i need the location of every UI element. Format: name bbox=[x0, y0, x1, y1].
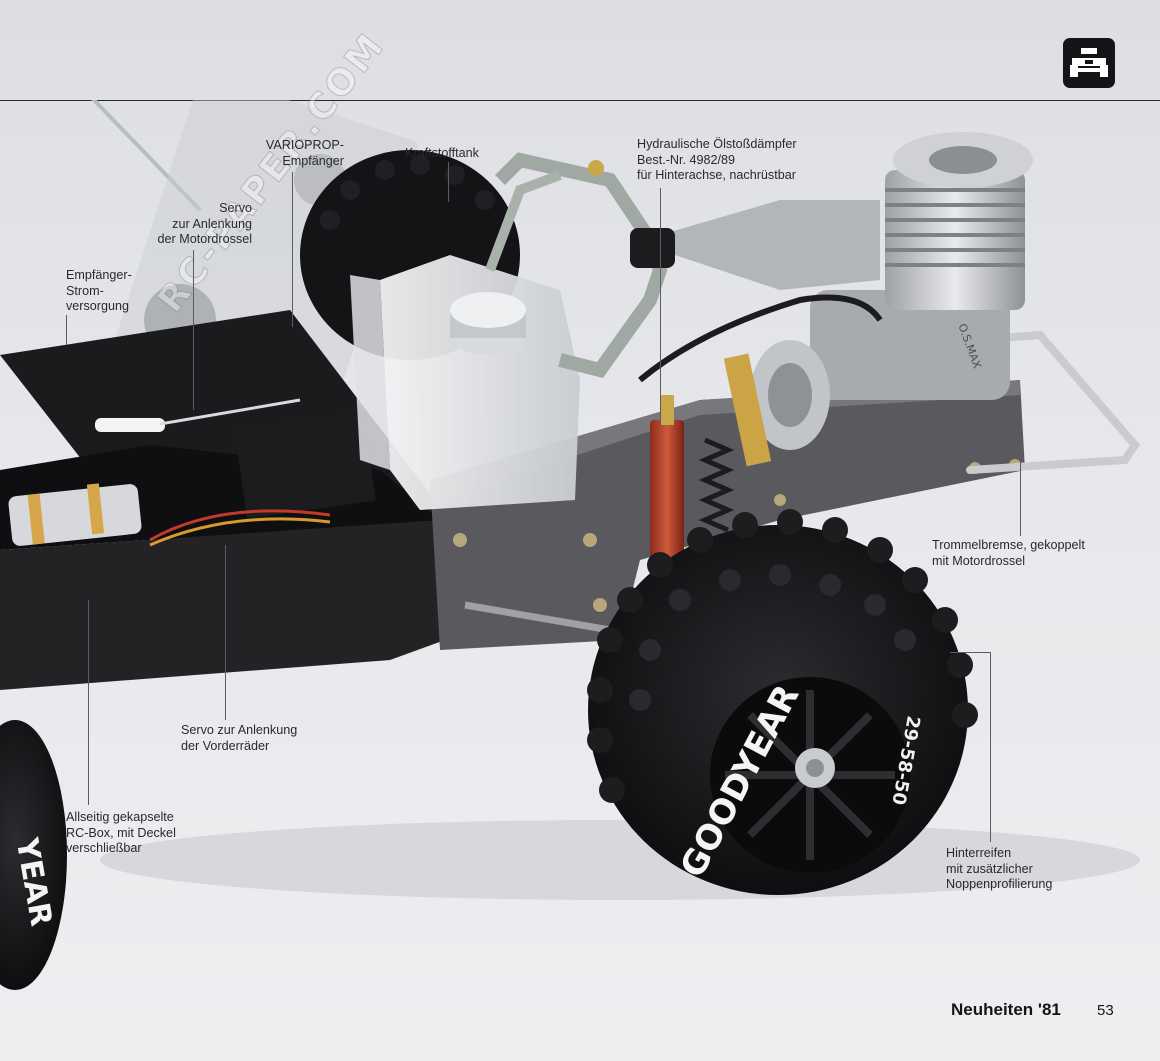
section-title: Neuheiten '81 bbox=[951, 1000, 1061, 1019]
label-servo-vorderraeder: Servo zur Anlenkung der Vorderräder bbox=[181, 723, 298, 753]
antenna bbox=[91, 100, 202, 212]
leader-line bbox=[193, 250, 194, 410]
leader-line bbox=[292, 172, 293, 327]
leader-line bbox=[950, 652, 990, 653]
engine-crankcase bbox=[810, 290, 1010, 400]
leader-line bbox=[88, 600, 89, 805]
page-number: 53 bbox=[1097, 1002, 1114, 1019]
label-stromversorgung: Empfänger- Strom- versorgung bbox=[66, 268, 132, 313]
label-hinterreifen: Hinterreifen mit zusätzlicher Noppenprof… bbox=[946, 846, 1053, 891]
label-empfaenger: VARIOPROP- Empfänger bbox=[265, 138, 344, 168]
bracket-screw bbox=[588, 160, 604, 176]
fuel-line bbox=[638, 294, 883, 383]
receiver bbox=[234, 411, 376, 519]
tie-rod bbox=[464, 601, 611, 634]
shock-spring bbox=[698, 437, 735, 533]
race-car-icon bbox=[1070, 48, 1108, 77]
rc-box-body bbox=[0, 520, 445, 690]
fuel-tank-side bbox=[350, 275, 390, 470]
shock-absorber bbox=[650, 420, 684, 560]
label-trommelbremse: Trommelbremse, gekoppelt mit Motordrosse… bbox=[932, 538, 1085, 568]
label-kraftstofftank: Kraftstofftank bbox=[405, 146, 479, 160]
roll-bar bbox=[966, 330, 1141, 474]
leader-line bbox=[66, 315, 67, 345]
top-rule bbox=[0, 100, 1160, 101]
category-logo bbox=[1063, 38, 1115, 88]
label-rcbox: Allseitig gekapselte RC-Box, mit Deckel … bbox=[66, 810, 176, 855]
leader-line bbox=[1020, 408, 1021, 536]
fuel-tank bbox=[380, 255, 580, 510]
servo-linkage bbox=[95, 418, 165, 432]
leader-line bbox=[990, 652, 991, 842]
leader-line bbox=[448, 162, 449, 202]
label-servo-motordrossel: Servo zur Anlenkung der Motordrossel bbox=[157, 201, 253, 246]
muffler bbox=[660, 200, 880, 290]
leader-line bbox=[225, 545, 226, 720]
buggy-photo: YEAR O.S.MAX bbox=[0, 100, 1141, 990]
front-tire bbox=[0, 720, 67, 990]
leader-line bbox=[660, 188, 661, 426]
brake-band bbox=[723, 353, 772, 467]
label-daempfer: Hydraulische Ölstoßdämpfer Best.-Nr. 498… bbox=[637, 137, 797, 182]
